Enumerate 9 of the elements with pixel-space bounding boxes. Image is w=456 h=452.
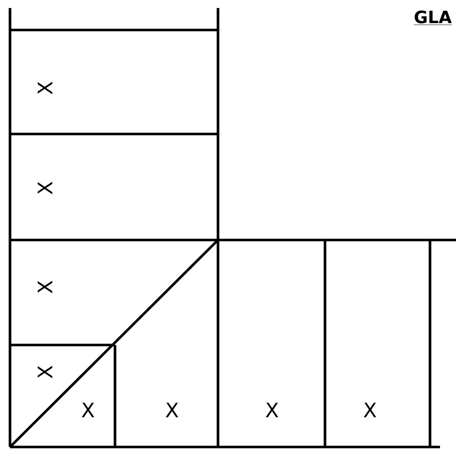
cross-mark: X	[38, 182, 52, 194]
cross-mark: X	[364, 402, 376, 418]
cross-mark: X	[38, 82, 52, 94]
cross-mark: X	[38, 280, 52, 294]
cross-mark: X	[82, 402, 94, 418]
cross-mark: X	[38, 366, 52, 378]
title: GLA	[414, 10, 452, 26]
cross-mark: X	[266, 402, 278, 418]
cross-mark: X	[166, 402, 178, 418]
